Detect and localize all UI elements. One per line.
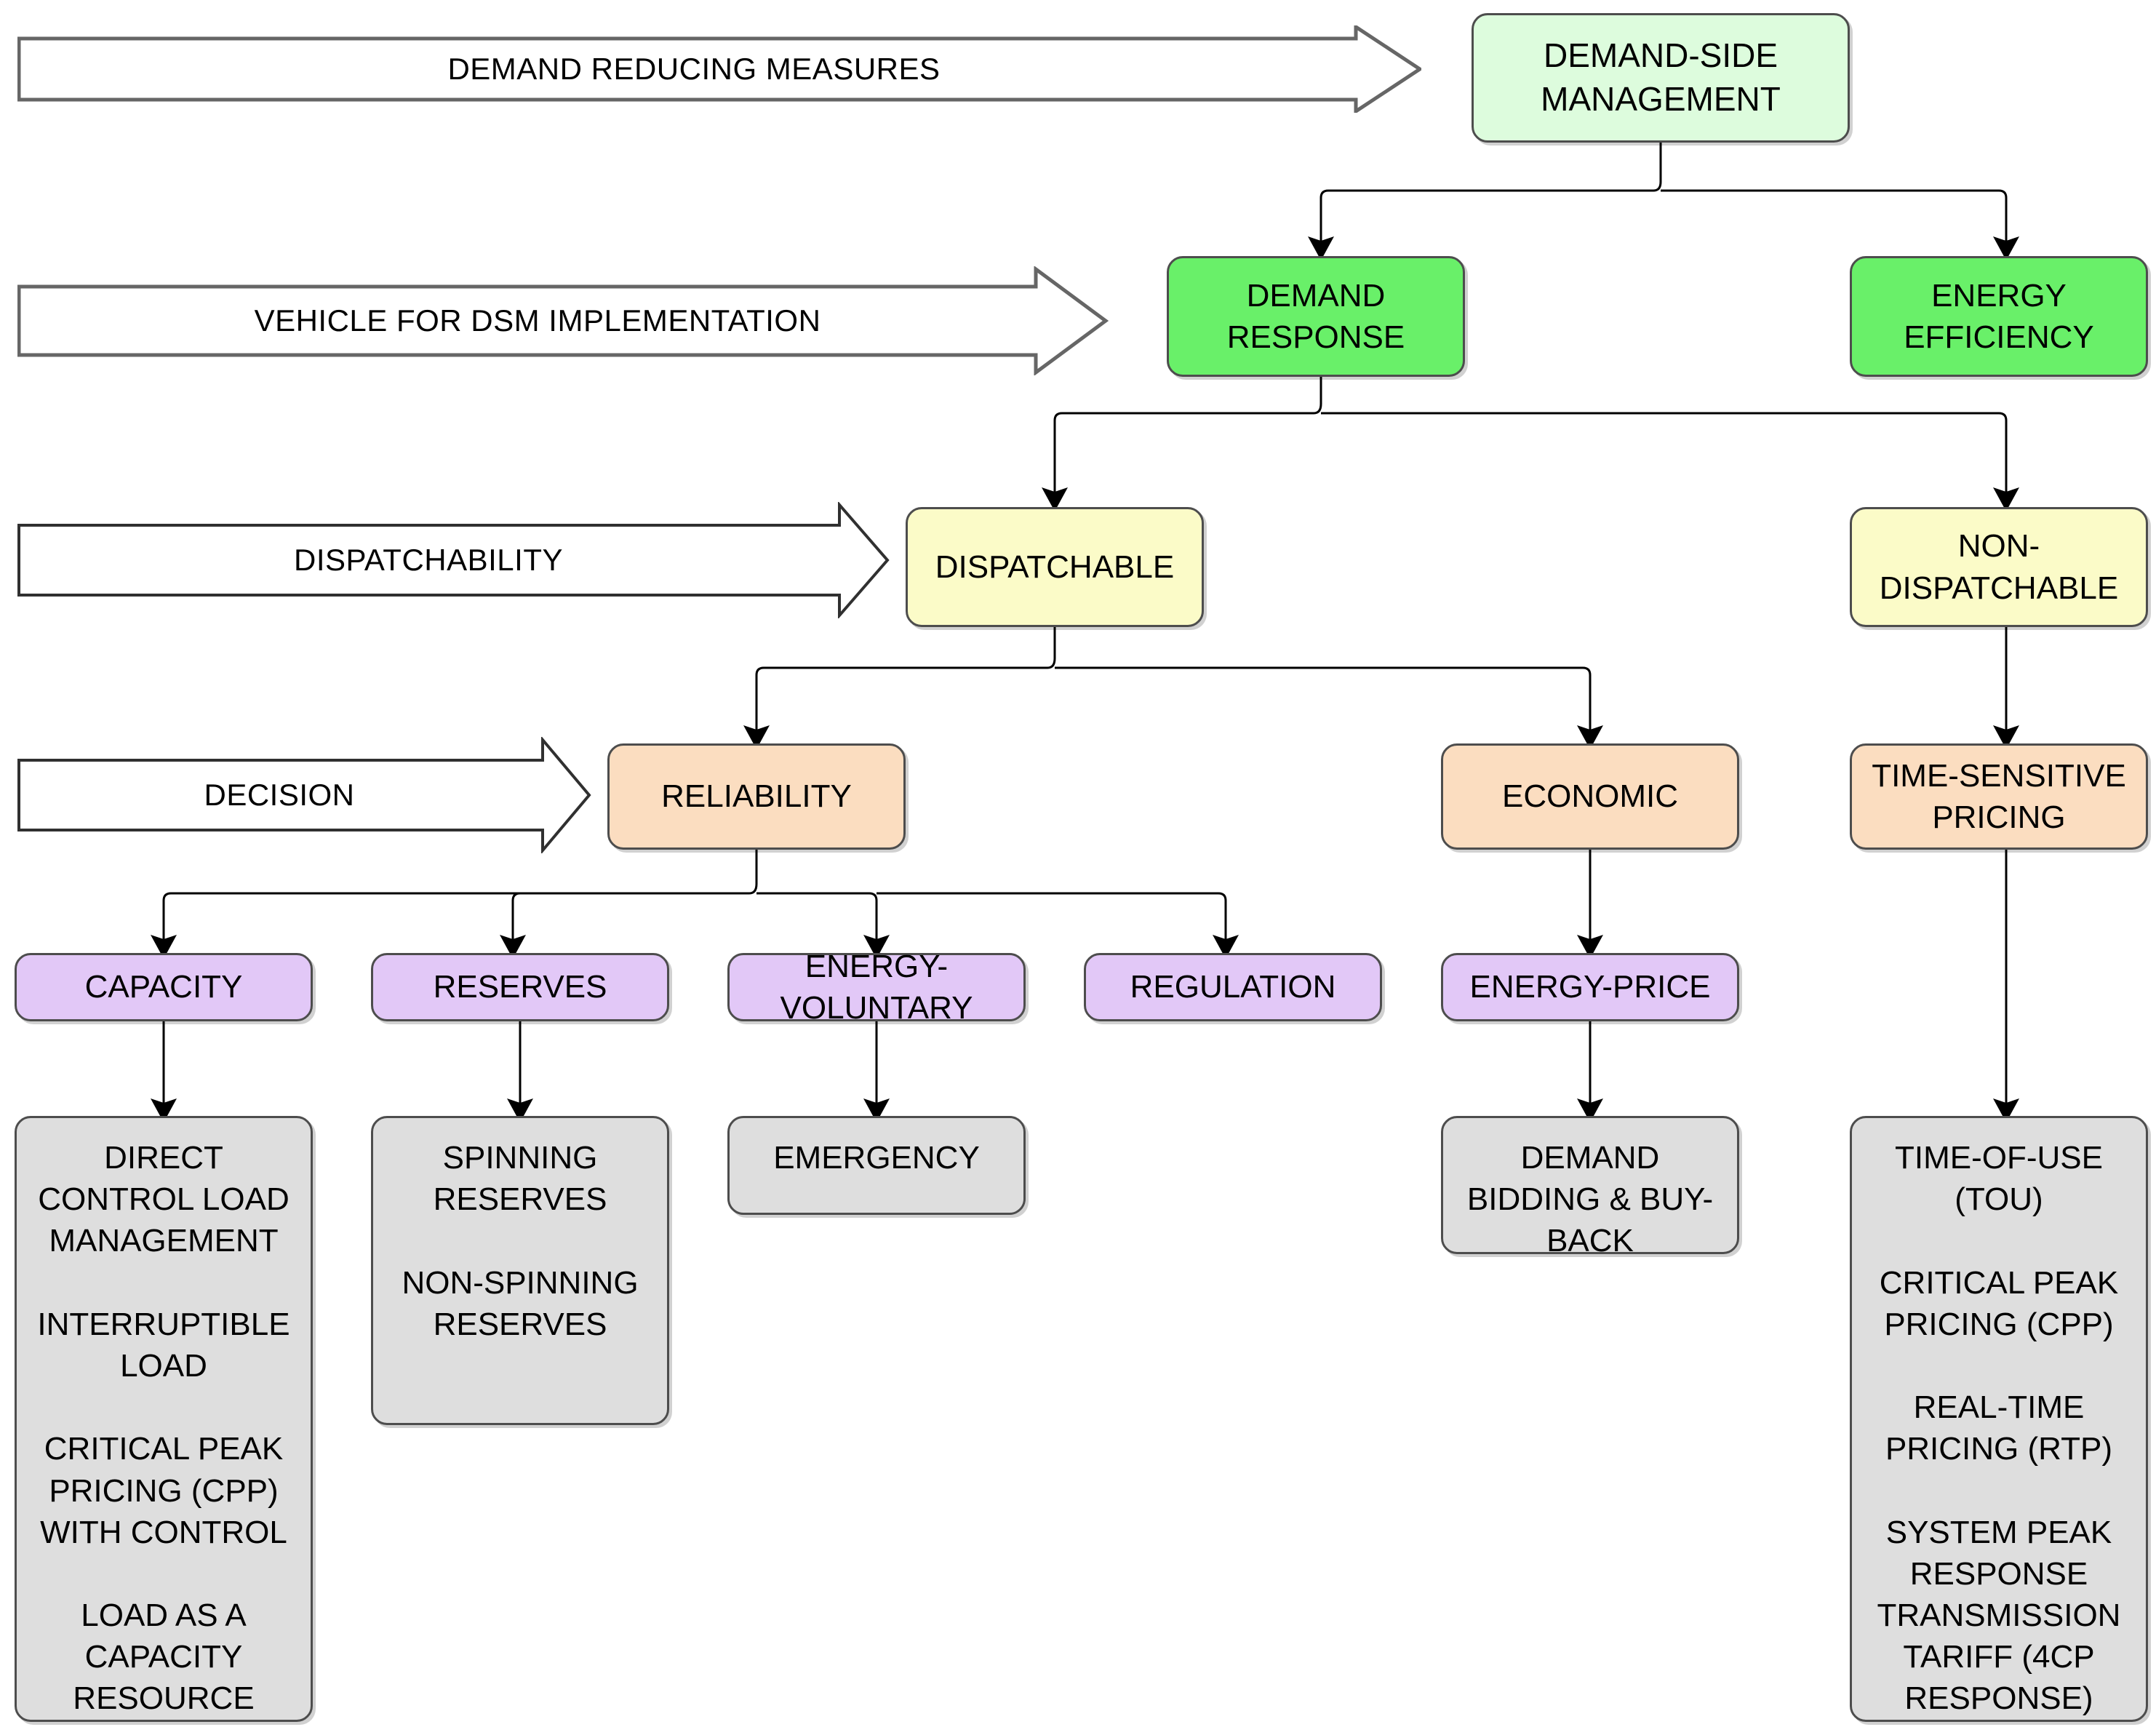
node-label: ECONOMIC xyxy=(1502,778,1678,815)
node-economic[interactable]: ECONOMIC xyxy=(1441,743,1739,850)
node-label: DISPATCHABLE xyxy=(935,549,1175,585)
banner-decision: DECISION xyxy=(17,737,592,853)
node-label: RELIABILITY xyxy=(661,778,852,815)
node-time-sensitive-pricing-details[interactable]: TIME-OF-USE (TOU) CRITICAL PEAK PRICING … xyxy=(1850,1116,2148,1722)
banner-arrow-shape xyxy=(17,502,890,618)
node-time-sensitive-pricing[interactable]: TIME-SENSITIVE PRICING xyxy=(1850,743,2148,850)
node-energy-price-details[interactable]: DEMAND BIDDING & BUY- BACK xyxy=(1441,1116,1739,1259)
node-demand-response[interactable]: DEMAND RESPONSE xyxy=(1167,256,1465,377)
banner-arrow-shape xyxy=(17,266,1109,375)
node-label: DEMAND RESPONSE xyxy=(1226,277,1405,355)
node-label: REGULATION xyxy=(1130,969,1336,1005)
node-non-dispatchable[interactable]: NON- DISPATCHABLE xyxy=(1850,507,2148,627)
node-energy-price[interactable]: ENERGY-PRICE xyxy=(1441,953,1739,1021)
node-label: ENERGY EFFICIENCY xyxy=(1904,277,2094,355)
banner-label: DECISION xyxy=(204,778,355,812)
node-label: ENERGY- VOLUNTARY xyxy=(780,948,973,1026)
node-regulation[interactable]: REGULATION xyxy=(1084,953,1382,1021)
node-label: DEMAND-SIDE MANAGEMENT xyxy=(1541,36,1781,118)
node-energy-efficiency[interactable]: ENERGY EFFICIENCY xyxy=(1850,256,2148,377)
node-label: DEMAND BIDDING & BUY- BACK xyxy=(1466,1140,1714,1259)
node-label: TIME-SENSITIVE PRICING xyxy=(1872,757,2126,835)
node-reserves[interactable]: RESERVES xyxy=(371,953,669,1021)
node-energy-voluntary[interactable]: ENERGY- VOLUNTARY xyxy=(727,949,1026,1026)
node-demand-side-management[interactable]: DEMAND-SIDE MANAGEMENT xyxy=(1472,13,1850,143)
node-label: EMERGENCY xyxy=(773,1140,980,1176)
node-label: CAPACITY xyxy=(84,969,243,1005)
node-reserves-details[interactable]: SPINNING RESERVES NON-SPINNING RESERVES xyxy=(371,1116,669,1425)
banner-label: VEHICLE FOR DSM IMPLEMENTATION xyxy=(254,303,821,338)
banner-dispatchability: DISPATCHABILITY xyxy=(17,502,890,618)
node-energy-voluntary-details[interactable]: EMERGENCY xyxy=(727,1116,1026,1215)
node-capacity-details[interactable]: DIRECT CONTROL LOAD MANAGEMENT INTERRUPT… xyxy=(15,1116,313,1722)
node-label: NON- DISPATCHABLE xyxy=(1879,528,2119,606)
banner-label: DISPATCHABILITY xyxy=(293,543,564,577)
banner-arrow-shape xyxy=(17,25,1421,113)
node-label: SPINNING RESERVES NON-SPINNING RESERVES xyxy=(402,1140,639,1342)
node-label: TIME-OF-USE (TOU) CRITICAL PEAK PRICING … xyxy=(1877,1140,2121,1717)
banner-vehicle-for-dsm-implementation: VEHICLE FOR DSM IMPLEMENTATION xyxy=(17,266,1109,375)
node-reliability[interactable]: RELIABILITY xyxy=(607,743,906,850)
node-dispatchable[interactable]: DISPATCHABLE xyxy=(906,507,1204,627)
banner-arrow-shape xyxy=(17,737,591,853)
banner-label: DEMAND REDUCING MEASURES xyxy=(447,52,941,86)
banner-demand-reducing-measures: DEMAND REDUCING MEASURES xyxy=(17,25,1421,113)
node-capacity[interactable]: CAPACITY xyxy=(15,953,313,1021)
node-label: ENERGY-PRICE xyxy=(1469,969,1711,1005)
node-label: DIRECT CONTROL LOAD MANAGEMENT INTERRUPT… xyxy=(37,1140,290,1717)
node-label: RESERVES xyxy=(433,969,607,1005)
